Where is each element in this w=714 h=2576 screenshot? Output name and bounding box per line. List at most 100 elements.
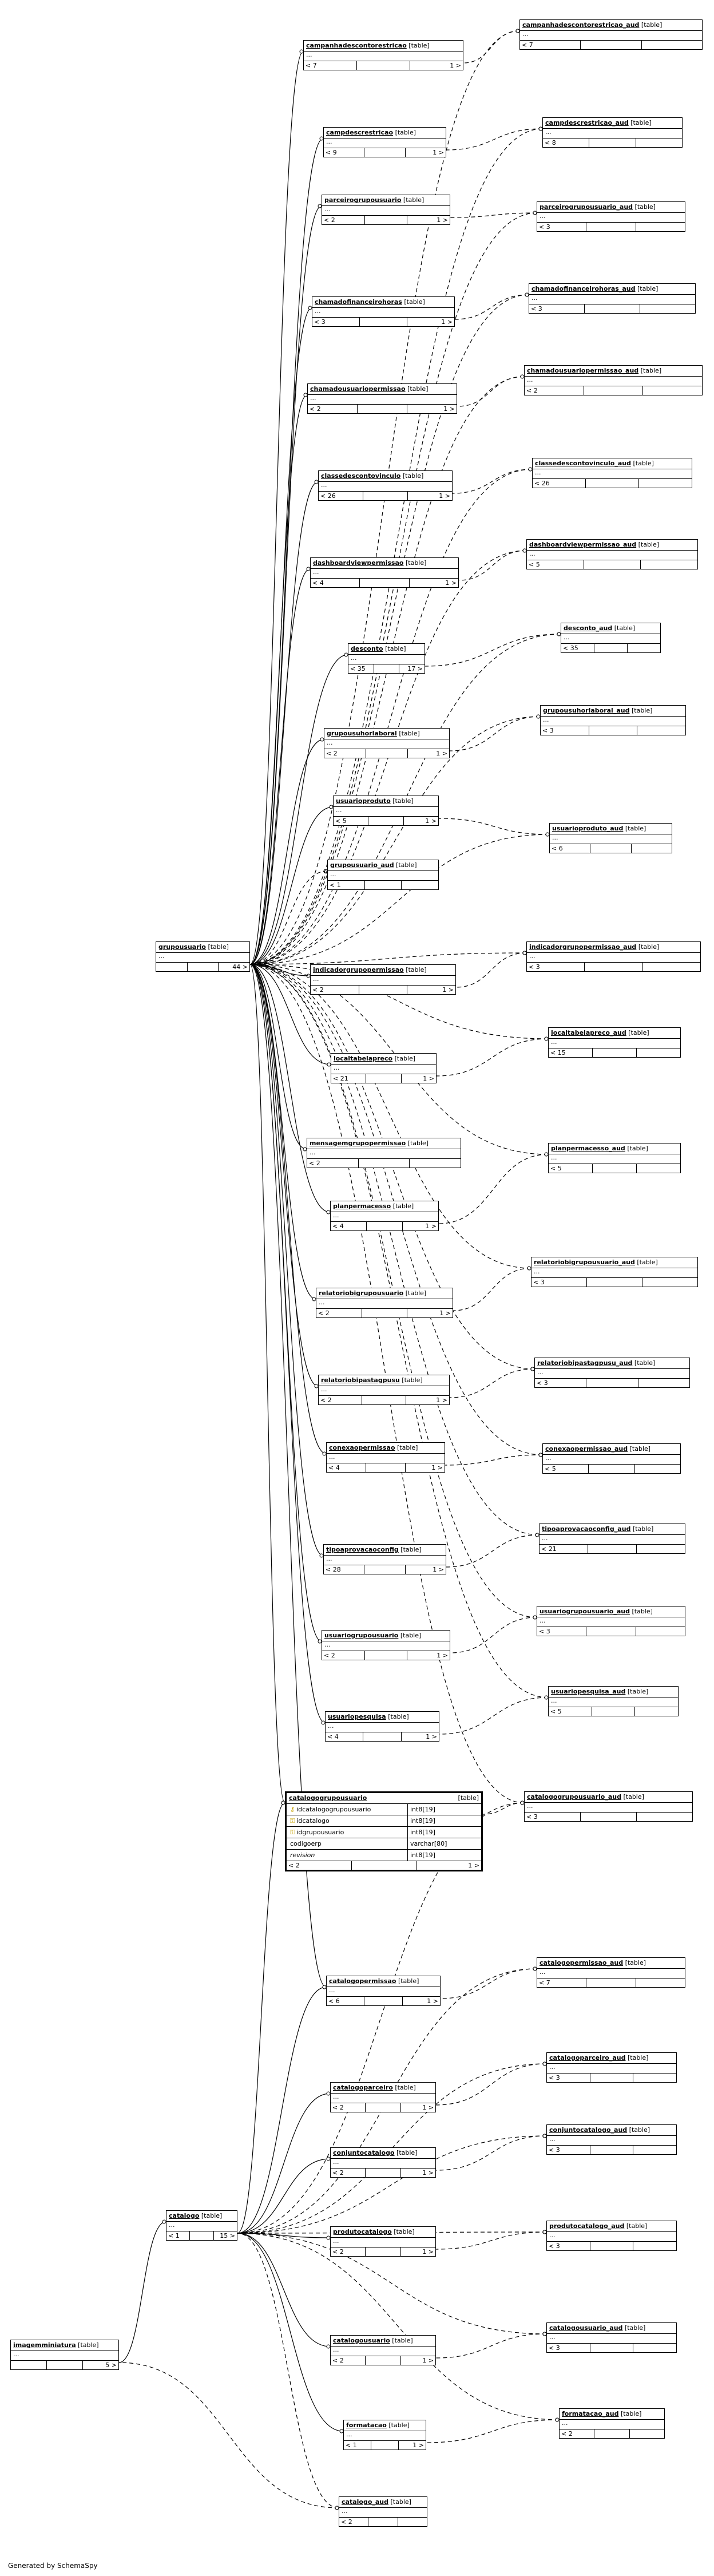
table-header[interactable]: conjuntocatalogo [table]	[331, 2148, 435, 2159]
table-catalogoparceiro_aud[interactable]: catalogoparceiro_aud [table]...< 3	[546, 2052, 677, 2083]
table-name[interactable]: catalogousuario_aud	[549, 2324, 623, 2332]
table-grupousuario[interactable]: grupousuario [table]...44 >	[156, 941, 250, 972]
table-name[interactable]: dashboardviewpermissao_aud	[529, 541, 637, 548]
table-tipoaprovacaoconfig_aud[interactable]: tipoaprovacaoconfig_aud [table]...< 21	[539, 1524, 685, 1554]
table-name[interactable]: usuarioproduto_aud	[552, 825, 624, 832]
table-produtocatalogo_aud[interactable]: produtocatalogo_aud [table]...< 3	[546, 2221, 677, 2251]
table-name[interactable]: chamadofinanceirohoras_aud	[531, 285, 636, 292]
table-header[interactable]: classedescontovinculo [table]	[319, 471, 452, 482]
table-name[interactable]: localtabelapreco_aud	[551, 1029, 626, 1036]
table-header[interactable]: campanhadescontorestricao_aud [table]	[520, 20, 702, 31]
table-header[interactable]: catalogoparceiro_aud [table]	[547, 2053, 676, 2064]
table-imagemminiatura[interactable]: imagemminiatura [table]...5 >	[10, 2340, 119, 2370]
table-header[interactable]: classedescontovinculo_aud [table]	[533, 458, 692, 469]
table-name[interactable]: catalogoparceiro	[333, 2084, 393, 2091]
table-name[interactable]: conjuntocatalogo	[333, 2149, 395, 2156]
table-header[interactable]: grupousuhorlaboral [table]	[324, 729, 449, 739]
table-desconto_aud[interactable]: desconto_aud [table]...< 35	[561, 623, 661, 653]
table-classedescontovinculo_aud[interactable]: classedescontovinculo_aud [table]...< 26	[532, 458, 692, 488]
table-header[interactable]: catalogo [table]	[166, 2211, 237, 2222]
table-header[interactable]: grupousuhorlaboral_aud [table]	[541, 706, 685, 717]
table-name[interactable]: catalogousuario	[333, 2337, 390, 2344]
table-header[interactable]: usuariopesquisa_aud [table]	[549, 1687, 678, 1697]
table-usuariogrupousuario_aud[interactable]: usuariogrupousuario_aud [table]...< 3	[537, 1606, 685, 1636]
table-header[interactable]: usuariopesquisa [table]	[326, 1712, 439, 1723]
table-name[interactable]: classedescontovinculo	[321, 472, 401, 480]
table-catalogopermissao_aud[interactable]: catalogopermissao_aud [table]...< 7	[537, 1957, 685, 1988]
table-header[interactable]: chamadofinanceirohoras_aud [table]	[529, 284, 695, 295]
table-usuarioproduto_aud[interactable]: usuarioproduto_aud [table]...< 6	[549, 823, 672, 853]
table-header[interactable]: localtabelapreco_aud [table]	[549, 1028, 680, 1039]
table-name[interactable]: indicadorgrupopermissao	[313, 966, 404, 974]
table-header[interactable]: catalogopermissao [table]	[327, 1976, 440, 1987]
table-name[interactable]: campanhadescontorestricao	[306, 42, 407, 49]
table-header[interactable]: tipoaprovacaoconfig_aud [table]	[540, 1524, 685, 1535]
table-name[interactable]: catalogogrupousuario_aud	[527, 1793, 621, 1801]
table-planpermacesso_aud[interactable]: planpermacesso_aud [table]...< 5	[548, 1143, 681, 1173]
table-header[interactable]: indicadorgrupopermissao [table]	[311, 965, 455, 976]
table-chamadousuariopermissao_aud[interactable]: chamadousuariopermissao_aud [table]...< …	[524, 365, 703, 395]
table-header[interactable]: usuariogrupousuario [table]	[322, 1631, 450, 1641]
table-header[interactable]: localtabelapreco [table]	[331, 1054, 436, 1065]
table-indicadorgrupopermissao_aud[interactable]: indicadorgrupopermissao_aud [table]...< …	[526, 941, 701, 972]
table-header[interactable]: desconto_aud [table]	[561, 623, 660, 634]
table-name[interactable]: usuariogrupousuario_aud	[540, 1608, 630, 1615]
table-conjuntocatalogo_aud[interactable]: conjuntocatalogo_aud [table]...< 3	[546, 2124, 677, 2155]
table-header[interactable]: catalogogrupousuario_aud [table]	[525, 1792, 692, 1803]
table-name[interactable]: parceirogrupousuario	[324, 196, 402, 204]
table-name[interactable]: relatoriobigrupousuario_aud	[534, 1259, 635, 1266]
table-name[interactable]: conexaopermissao	[329, 1444, 395, 1451]
table-grupousuario_aud[interactable]: grupousuario_aud [table]...< 1	[327, 860, 439, 890]
table-header[interactable]: planpermacesso_aud [table]	[549, 1143, 680, 1154]
table-header[interactable]: usuarioproduto_aud [table]	[550, 824, 672, 834]
table-header[interactable]: relatoriobipastagpusu [table]	[319, 1375, 449, 1386]
table-header[interactable]: grupousuario_aud [table]	[328, 860, 438, 871]
table-catalogo_aud[interactable]: catalogo_aud [table]...< 2	[339, 2496, 427, 2527]
table-header[interactable]: parceirogrupousuario [table]	[322, 195, 450, 206]
table-name[interactable]: usuariogrupousuario	[324, 1632, 399, 1639]
table-name[interactable]: mensagemgrupopermissao	[310, 1139, 406, 1147]
table-header[interactable]: planpermacesso [table]	[331, 1201, 438, 1212]
table-name[interactable]: catalogopermissao	[329, 1977, 396, 1985]
table-header[interactable]: grupousuario [table]	[156, 942, 249, 953]
table-header[interactable]: campdescrestricao_aud [table]	[543, 118, 682, 129]
table-header[interactable]: catalogousuario_aud [table]	[547, 2323, 676, 2334]
table-header[interactable]: parceirogrupousuario_aud [table]	[537, 202, 685, 213]
table-name[interactable]: tipoaprovacaoconfig_aud	[542, 1525, 631, 1533]
table-header[interactable]: catalogo_aud [table]	[339, 2497, 427, 2508]
table-name[interactable]: tipoaprovacaoconfig	[326, 1546, 399, 1553]
table-localtabelapreco_aud[interactable]: localtabelapreco_aud [table]...< 15	[548, 1027, 681, 1058]
table-header[interactable]: conjuntocatalogo_aud [table]	[547, 2125, 676, 2136]
table-header[interactable]: usuarioproduto [table]	[334, 796, 438, 807]
table-chamadofinanceirohoras_aud[interactable]: chamadofinanceirohoras_aud [table]...< 3	[529, 283, 696, 314]
table-name[interactable]: formatacao	[346, 2421, 387, 2429]
table-header[interactable]: campanhadescontorestricao [table]	[304, 41, 463, 52]
table-name[interactable]: relatoriobipastagpusu_aud	[537, 1359, 633, 1367]
table-header[interactable]: imagemminiatura [table]	[11, 2340, 118, 2351]
table-name[interactable]: grupousuario_aud	[330, 861, 394, 869]
table-header[interactable]: formatacao [table]	[344, 2420, 426, 2431]
table-relatoriobipastagpusu_aud[interactable]: relatoriobipastagpusu_aud [table]...< 3	[534, 1358, 690, 1388]
table-header[interactable]: catalogoparceiro [table]	[331, 2083, 435, 2094]
table-name[interactable]: grupousuhorlaboral	[327, 730, 397, 737]
table-header[interactable]: catalogogrupousuario[table]	[287, 1793, 481, 1804]
table-name[interactable]: relatoriobigrupousuario	[319, 1289, 404, 1297]
